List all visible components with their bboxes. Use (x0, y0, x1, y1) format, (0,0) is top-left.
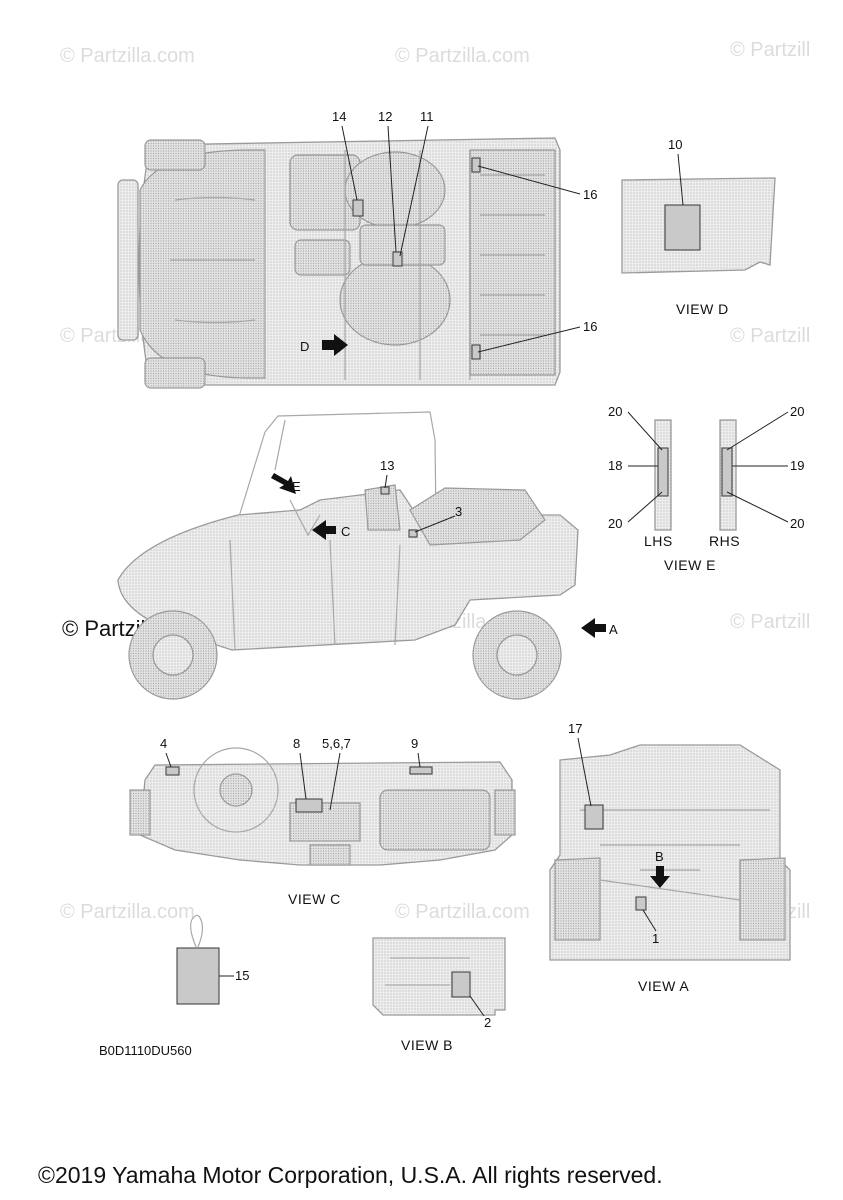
view-b-label: VIEW B (401, 1037, 453, 1053)
callout-20: 20 (790, 516, 804, 531)
arrow-label-b: B (655, 849, 664, 864)
view-c-illustration (129, 747, 516, 866)
callout-1: 1 (652, 931, 659, 946)
callout-9: 9 (411, 736, 418, 751)
callout-12: 12 (378, 109, 392, 124)
watermark: © Partzill (730, 325, 810, 347)
callout-15: 15 (235, 968, 249, 983)
callout-13: 13 (380, 458, 394, 473)
watermark: © Partzilla.com (60, 45, 195, 67)
callout-20: 20 (608, 404, 622, 419)
callout-16: 16 (583, 319, 597, 334)
callout-14: 14 (332, 109, 346, 124)
callout-16: 16 (583, 187, 597, 202)
view-d-label: VIEW D (676, 301, 729, 317)
arrow-b-icon (650, 866, 670, 888)
arrow-label-a: A (609, 622, 618, 637)
watermark: © Partzill (730, 39, 810, 61)
callout-18: 18 (608, 458, 622, 473)
callout-11: 11 (420, 109, 434, 124)
callout-3: 3 (455, 504, 462, 519)
view-e-callouts: 20 18 20 20 19 20 LHS RHS VIEW E (608, 404, 804, 573)
view-b-illustration (372, 937, 506, 1016)
callout-17: 17 (568, 721, 582, 736)
top-view-callouts: 14 12 11 16 16 D (300, 109, 597, 356)
side-view-illustration (117, 411, 579, 700)
rhs-label: RHS (709, 533, 740, 549)
side-view-callouts: 13 3 E C A (271, 458, 618, 638)
callout-10: 10 (668, 137, 682, 152)
diagram-code: B0D1110DU560 (99, 1043, 192, 1058)
watermark: © Partzilla.com (60, 901, 195, 923)
callout-20: 20 (608, 516, 622, 531)
callout-20: 20 (790, 404, 804, 419)
arrow-c-icon (312, 520, 336, 540)
view-d-illustration (621, 177, 776, 274)
view-a-label: VIEW A (638, 978, 689, 994)
callout-2: 2 (484, 1015, 491, 1030)
tag-15-illustration (176, 914, 220, 1005)
lhs-label: LHS (644, 533, 673, 549)
arrow-label-c: C (341, 524, 350, 539)
arrow-e-icon (271, 473, 296, 494)
view-e-label: VIEW E (664, 557, 716, 573)
view-a-illustration (549, 744, 791, 961)
callout-4: 4 (160, 736, 167, 751)
top-view-illustration (117, 137, 561, 389)
callout-8: 8 (293, 736, 300, 751)
watermark: © Partzilla.com (395, 901, 530, 923)
callout-19: 19 (790, 458, 804, 473)
arrow-label-d: D (300, 339, 309, 354)
arrow-a-icon (581, 618, 606, 638)
copyright-notice: ©2019 Yamaha Motor Corporation, U.S.A. A… (38, 1162, 663, 1188)
view-c-label: VIEW C (288, 891, 341, 907)
view-e-illustration (654, 419, 737, 531)
view-a-callouts: 17 B 1 VIEW A (568, 721, 689, 994)
arrow-label-e: E (292, 479, 301, 494)
watermark: © Partzill (730, 611, 810, 633)
callout-5-6-7: 5,6,7 (322, 736, 351, 751)
view-c-callouts: 4 8 5,6,7 9 VIEW C (160, 736, 421, 907)
watermark: © Partzilla.com (395, 45, 530, 67)
arrow-d-icon (322, 334, 348, 356)
